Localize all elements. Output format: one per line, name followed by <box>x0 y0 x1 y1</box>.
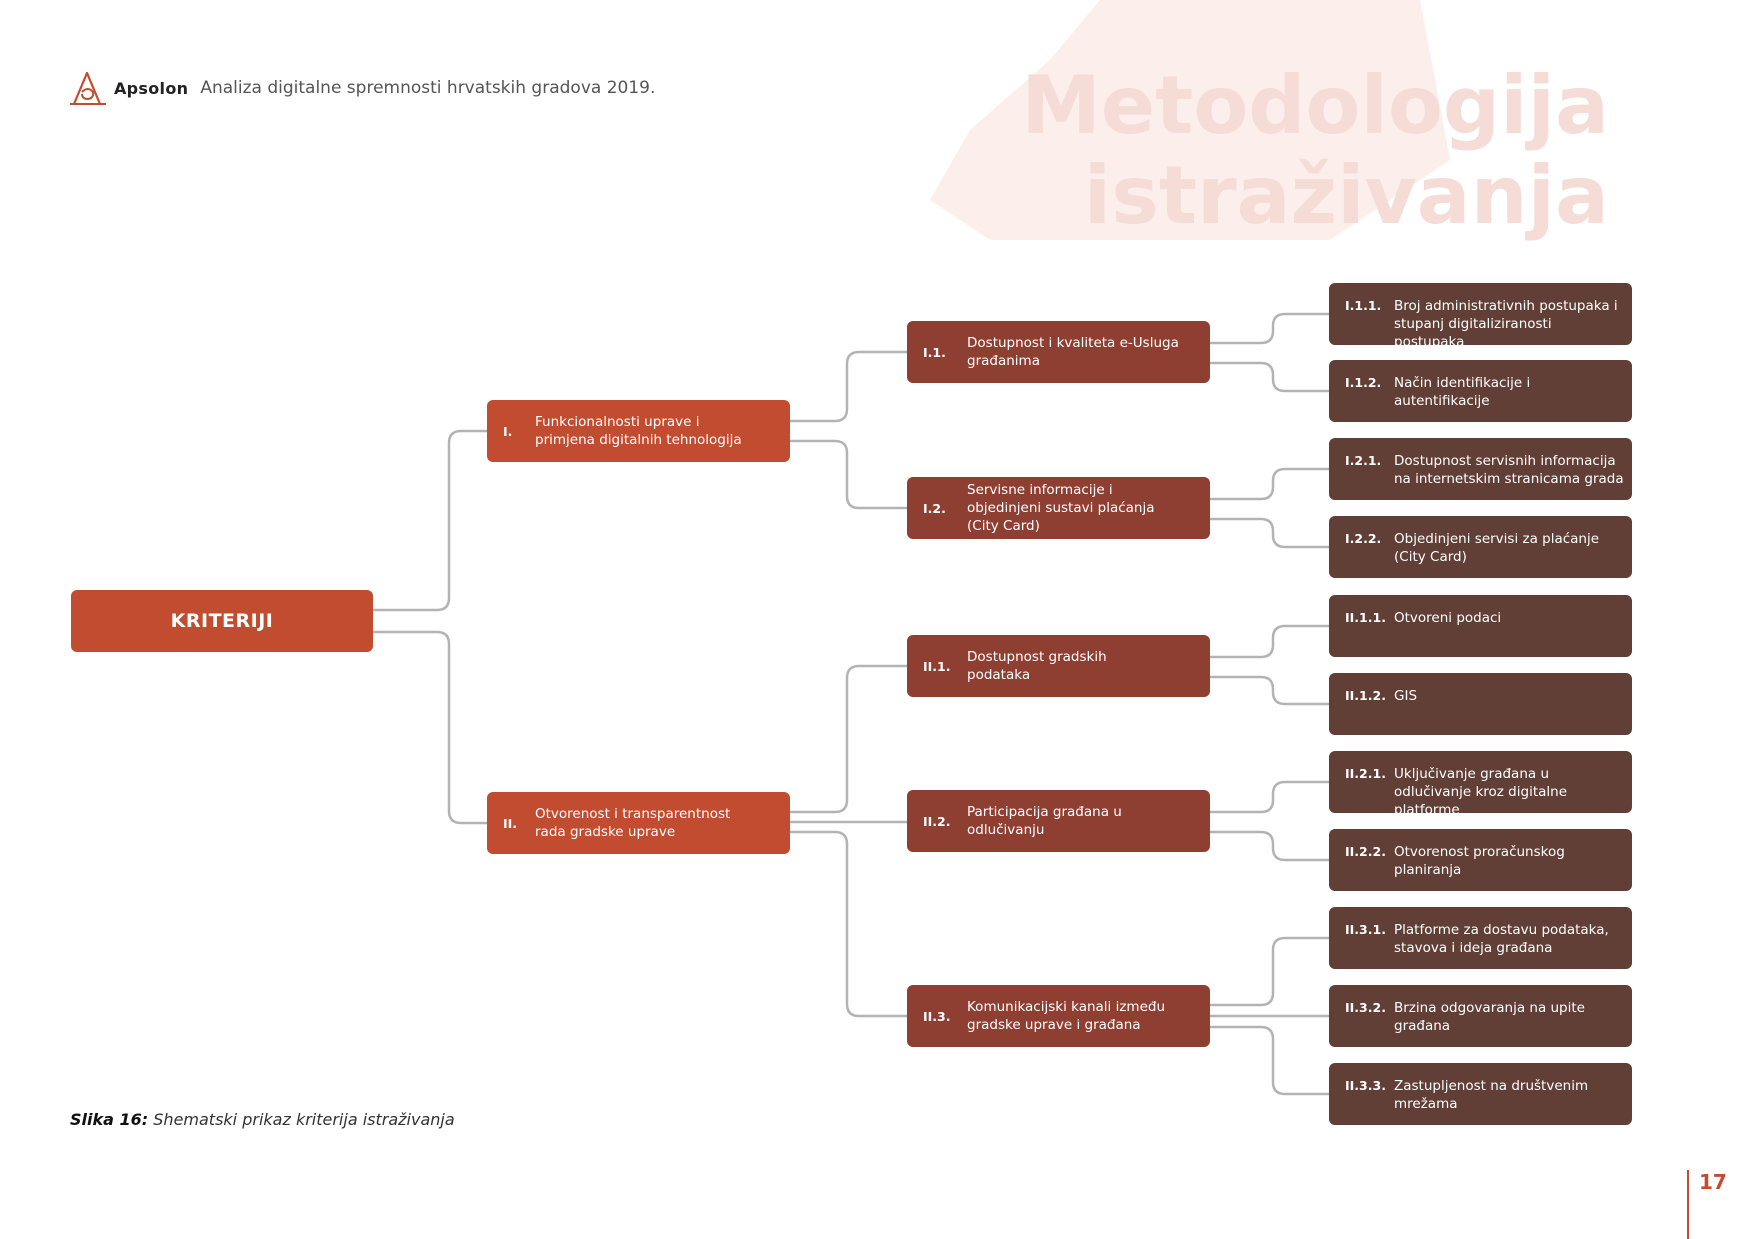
connector-line <box>790 350 907 423</box>
connector-line <box>1210 830 1329 862</box>
criterion-node: II.3.1. Platforme za dostavu podataka, s… <box>1329 907 1632 969</box>
node-label: GIS <box>1394 688 1418 704</box>
watermark-shape <box>930 0 1450 240</box>
criterion-node: II.1.2. GIS <box>1329 673 1632 735</box>
figure-caption: Slika 16: Shematski prikaz kriterija ist… <box>70 1110 455 1129</box>
subgroup-node: I.1. Dostupnost i kvaliteta e-Usluga gra… <box>907 321 1210 383</box>
section-title-line-2: istraživanja <box>1083 149 1609 242</box>
section-title-line-1: Metodologija <box>1021 59 1609 152</box>
node-code: II.2.2. <box>1345 844 1386 859</box>
node-label: Funkcionalnosti uprave i primjena digita… <box>535 414 742 448</box>
root-node: KRITERIJI <box>71 590 373 652</box>
connector-line <box>1210 1025 1329 1096</box>
criterion-node: I.1.2. Način identifikacije i autentifik… <box>1329 360 1632 422</box>
criterion-node: II.1.1. Otvoreni podaci <box>1329 595 1632 657</box>
header: Apsolon Analiza digitalne spremnosti hrv… <box>70 68 655 108</box>
node-code: I. <box>503 423 513 439</box>
connector-line <box>1210 517 1329 549</box>
node-code: II.1. <box>923 658 951 674</box>
node-code: I.1. <box>923 344 946 360</box>
node-label: Otvoreni podaci <box>1394 610 1502 626</box>
criterion-node: II.3.2. Brzina odgovaranja na upite građ… <box>1329 985 1632 1047</box>
node-code: I.1.1. <box>1345 298 1382 313</box>
connector-line <box>1210 936 1329 1007</box>
node-label: Brzina odgovaranja na upite građana <box>1394 1000 1585 1034</box>
page-number-rule <box>1687 1170 1689 1239</box>
node-label: Zastupljenost na društvenim mrežama <box>1394 1078 1589 1112</box>
node-code: II.1.1. <box>1345 610 1386 625</box>
criterion-node: II.2.1. Uključivanje građana u odlučivan… <box>1329 751 1632 818</box>
node-code: I.2. <box>923 500 946 516</box>
node-code: I.1.2. <box>1345 375 1382 390</box>
node-label: Dostupnost i kvaliteta e-Usluga građanim… <box>967 335 1179 369</box>
subgroup-node: I.2. Servisne informacije i objedinjeni … <box>907 477 1210 539</box>
node-code: II. <box>503 815 518 831</box>
brand-name: Apsolon <box>114 78 189 98</box>
criterion-node: I.1.1. Broj administrativnih postupaka i… <box>1329 283 1632 350</box>
criterion-node: I.2.2. Objedinjeni servisi za plaćanje (… <box>1329 516 1632 578</box>
apsolon-logo-icon <box>70 71 106 105</box>
node-code: II.3. <box>923 1008 951 1024</box>
criterion-node: II.3.3. Zastupljenost na društvenim mrež… <box>1329 1063 1632 1125</box>
node-code: II.3.3. <box>1345 1078 1386 1093</box>
connector-line <box>1210 780 1329 814</box>
subgroup-node: II.3. Komunikacijski kanali između grads… <box>907 985 1210 1047</box>
group-node: I. Funkcionalnosti uprave i primjena dig… <box>487 400 790 462</box>
connector-line <box>373 630 487 825</box>
connector-line <box>790 439 907 510</box>
node-label: Broj administrativnih postupaka i stupan… <box>1394 298 1618 350</box>
node-code: II.2.1. <box>1345 766 1386 781</box>
document-title: Analiza digitalne spremnosti hrvatskih g… <box>200 78 656 98</box>
group-node: II. Otvorenost i transparentnost rada gr… <box>487 792 790 854</box>
node-code: II.3.1. <box>1345 922 1386 937</box>
connector-line <box>1210 312 1329 345</box>
node-label: Uključivanje građana u odlučivanje kroz … <box>1394 766 1568 818</box>
page-number: 17 <box>1699 1170 1727 1194</box>
node-label: Otvorenost proračunskog planiranja <box>1394 844 1565 878</box>
node-label: Dostupnost servisnih informacija na inte… <box>1394 453 1624 487</box>
connector-line <box>1210 467 1329 501</box>
figure-caption-text: Shematski prikaz kriterija istraživanja <box>153 1110 455 1129</box>
subgroup-node: II.2. Participacija građana u odlučivanj… <box>907 790 1210 852</box>
criterion-node: II.2.2. Otvorenost proračunskog planiran… <box>1329 829 1632 891</box>
connector-line <box>373 429 487 612</box>
node-code: I.2.2. <box>1345 531 1382 546</box>
node-code: II.1.2. <box>1345 688 1386 703</box>
node-label: Platforme za dostavu podataka, stavova i… <box>1394 922 1609 956</box>
node-label: Otvorenost i transparentnost rada gradsk… <box>535 806 731 840</box>
connector-line <box>790 664 907 814</box>
subgroup-node: II.1. Dostupnost gradskih podataka <box>907 635 1210 697</box>
node-label: Način identifikacije i autentifikacije <box>1394 375 1531 409</box>
node-label: Participacija građana u odlučivanju <box>967 804 1122 838</box>
figure-number: Slika 16: <box>70 1110 149 1129</box>
root-label: KRITERIJI <box>170 610 274 632</box>
connector-line <box>1210 361 1329 393</box>
node-code: II.3.2. <box>1345 1000 1386 1015</box>
node-code: I.2.1. <box>1345 453 1382 468</box>
connector-line <box>790 830 907 1018</box>
node-label: Dostupnost gradskih podataka <box>967 649 1107 683</box>
node-label: Objedinjeni servisi za plaćanje (City Ca… <box>1394 531 1600 565</box>
node-code: II.2. <box>923 813 951 829</box>
criterion-node: I.2.1. Dostupnost servisnih informacija … <box>1329 438 1632 500</box>
node-label: Servisne informacije i objedinjeni susta… <box>967 482 1155 534</box>
node-label: Komunikacijski kanali između gradske upr… <box>967 999 1166 1033</box>
connector-line <box>1210 675 1329 706</box>
connector-line <box>1210 624 1329 659</box>
